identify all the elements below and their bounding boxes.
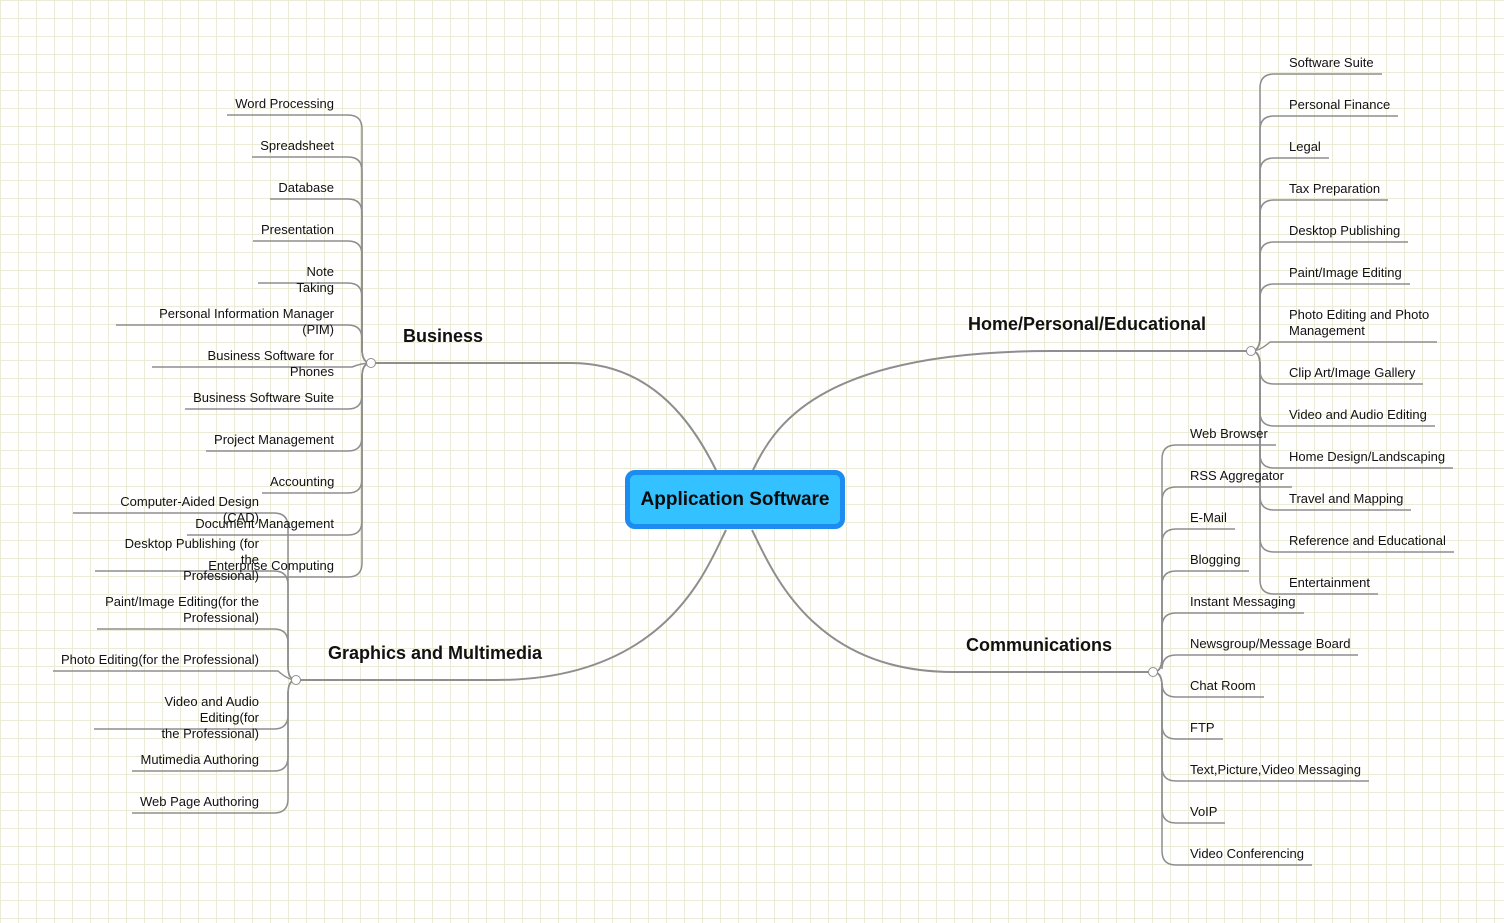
topic-communications-6[interactable]: Chat Room [1190,678,1256,693]
central-topic[interactable]: Application Software [625,470,845,529]
topic-communications-10[interactable]: Video Conferencing [1190,846,1304,861]
branch-connector-graphics [296,529,727,681]
topic-home-5[interactable]: Paint/Image Editing [1289,265,1402,280]
topic-home-10[interactable]: Travel and Mapping [1289,491,1404,506]
topic-business-10[interactable]: Document Management [195,516,334,531]
branch-knot-business[interactable] [366,358,376,368]
topic-communications-8[interactable]: Text,Picture,Video Messaging [1190,762,1362,777]
topic-home-4[interactable]: Desktop Publishing [1289,223,1401,238]
leaf-connector-home-6 [1250,341,1437,352]
topic-communications-9[interactable]: VoIP [1190,804,1218,819]
topic-business-1[interactable]: Spreadsheet [260,138,334,153]
branch-knot-home[interactable] [1246,346,1256,356]
topic-communications-5[interactable]: Newsgroup/Message Board [1190,636,1351,651]
topic-business-6[interactable]: Business Software for Phones [207,348,334,379]
topic-home-12[interactable]: Entertainment [1289,575,1370,590]
topic-home-11[interactable]: Reference and Educational [1289,533,1446,548]
topic-home-2[interactable]: Legal [1289,139,1321,154]
central-topic-label: Application Software [640,488,830,510]
topic-communications-3[interactable]: Blogging [1190,552,1241,567]
topic-business-9[interactable]: Accounting [270,474,335,489]
topic-graphics-4[interactable]: Video and Audio Editing(for the Professi… [161,694,259,741]
topic-business-0[interactable]: Word Processing [235,96,334,111]
branch-knot-communications[interactable] [1148,667,1158,677]
leaf-connector-communications-10 [1152,671,1312,866]
topic-home-6[interactable]: Photo Editing and Photo Management [1289,307,1430,338]
topic-graphics-1[interactable]: Desktop Publishing (for the Professional… [124,536,259,583]
branch-home[interactable]: Home/Personal/Educational [968,314,1207,334]
branch-graphics[interactable]: Graphics and Multimedia [328,643,543,663]
branch-connector-communications [751,529,1153,673]
topic-graphics-2[interactable]: Paint/Image Editing(for the Professional… [105,594,259,625]
branch-connector-home [752,350,1251,471]
topic-home-7[interactable]: Clip Art/Image Gallery [1289,365,1416,380]
leaf-connector-home-5 [1250,283,1410,352]
topic-home-3[interactable]: Tax Preparation [1289,181,1381,196]
topic-business-2[interactable]: Database [278,180,334,195]
topic-communications-2[interactable]: E-Mail [1190,510,1227,525]
topic-business-8[interactable]: Project Management [214,432,334,447]
topic-business-3[interactable]: Presentation [261,222,334,237]
topic-communications-1[interactable]: RSS Aggregator [1190,468,1284,483]
branch-knot-graphics[interactable] [291,675,301,685]
topic-business-7[interactable]: Business Software Suite [193,390,334,405]
branch-connector-business [371,362,717,471]
topic-business-5[interactable]: Personal Information Manager (PIM) [159,306,334,337]
topic-graphics-5[interactable]: Mutimedia Authoring [140,752,259,767]
topic-communications-7[interactable]: FTP [1190,720,1215,735]
topic-graphics-0[interactable]: Computer-Aided Design (CAD) [120,494,259,525]
branch-communications[interactable]: Communications [966,635,1113,655]
topic-home-8[interactable]: Video and Audio Editing [1289,407,1427,422]
topic-home-1[interactable]: Personal Finance [1289,97,1391,112]
topic-communications-0[interactable]: Web Browser [1190,426,1268,441]
topic-graphics-6[interactable]: Web Page Authoring [140,794,260,809]
topic-home-0[interactable]: Software Suite [1289,55,1374,70]
topic-business-4[interactable]: Note Taking [296,264,334,295]
topic-home-9[interactable]: Home Design/Landscaping [1289,449,1446,464]
topic-business-11[interactable]: Enterprise Computing [208,558,334,573]
leaf-connector-communications-9 [1152,671,1225,824]
topic-communications-4[interactable]: Instant Messaging [1190,594,1296,609]
leaf-connector-business-3 [253,240,372,364]
leaf-connector-home-12 [1250,350,1378,595]
leaf-connector-communications-5 [1152,654,1358,673]
branch-business[interactable]: Business [403,326,484,346]
topic-graphics-3[interactable]: Photo Editing(for the Professional) [61,652,259,667]
leaf-connector-graphics-3 [53,670,297,681]
